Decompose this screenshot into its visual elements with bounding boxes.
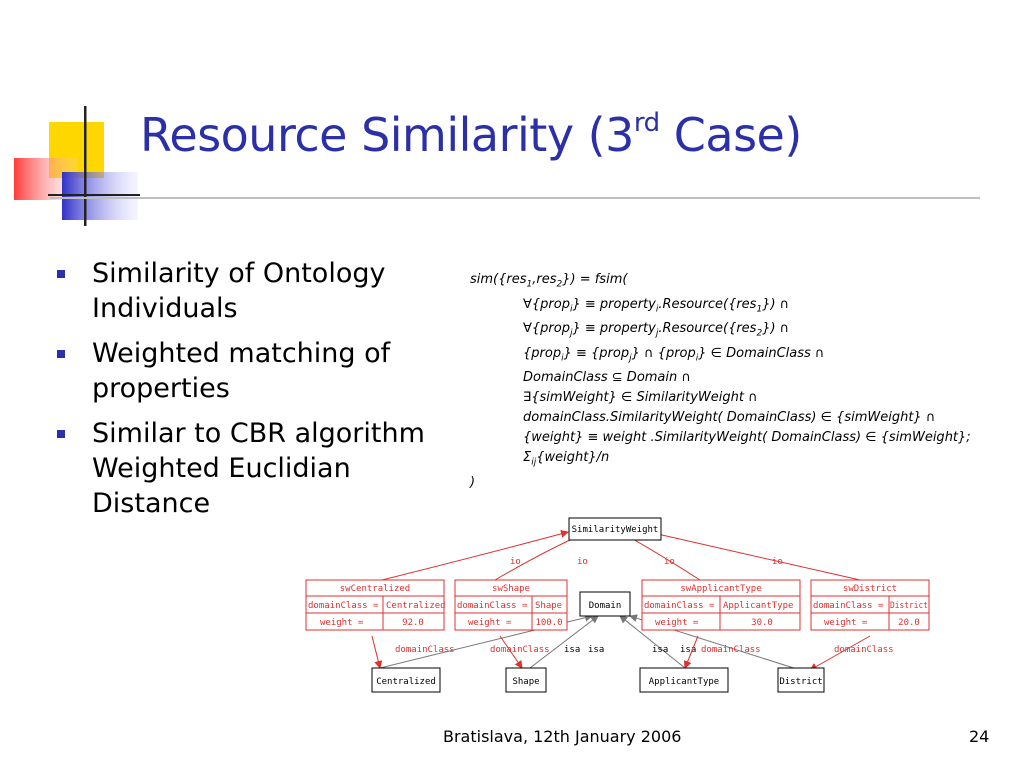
title-divider <box>50 197 980 199</box>
node-domain <box>579 591 631 617</box>
node-shape <box>505 667 547 693</box>
edge-label-domainclass: domainClass <box>395 645 455 655</box>
edge-isa <box>619 615 686 669</box>
node-district-label: District <box>779 677 822 687</box>
edge-label-domainclass: domainClass <box>701 645 761 655</box>
title-tail: Case) <box>659 108 803 162</box>
node-centralized <box>371 667 441 693</box>
svg-text:swDistrict: swDistrict <box>843 584 897 594</box>
formula-line: Σij{weight}/n <box>523 450 610 468</box>
svg-text:weight =: weight = <box>655 618 699 628</box>
formula-line: {propi} ≡ {propj} ∩ {propi} ∈ DomainClas… <box>523 345 825 364</box>
edge-label-isa: isa <box>588 645 604 655</box>
formula-line: sim({res1,res2}) = fsim( <box>470 272 628 290</box>
bullet-square-icon <box>57 350 65 358</box>
edge-domainclass <box>499 635 523 669</box>
edge-domainclass <box>683 635 699 669</box>
edge-label-io: io <box>772 557 783 567</box>
node-similarityweight-label: SimilarityWeight <box>572 525 659 535</box>
edge-label-io: io <box>577 557 588 567</box>
svg-text:weight =: weight = <box>320 618 364 628</box>
edge-label-isa: isa <box>680 645 696 655</box>
edge-domainclass <box>371 635 383 669</box>
edge-label-isa: isa <box>564 645 580 655</box>
node-district <box>777 667 825 693</box>
bullet-square-icon <box>57 430 65 438</box>
formula-line: ∀{propi} ≡ propertyi.Resource({res1}) ∩ <box>523 296 790 315</box>
svg-text:30.0: 30.0 <box>751 618 773 628</box>
svg-text:weight =: weight = <box>824 618 868 628</box>
svg-text:swShape: swShape <box>492 584 530 594</box>
bullet-item: Weighted matching of properties <box>55 336 435 406</box>
svg-text:domainClass =: domainClass = <box>457 601 528 611</box>
svg-text:ApplicantType: ApplicantType <box>723 601 793 611</box>
formula-line: DomainClass ⊆ Domain ∩ <box>523 370 691 386</box>
footer-date: Bratislava, 12th January 2006 <box>443 727 682 746</box>
svg-text:domainClass =: domainClass = <box>813 601 884 611</box>
logo-graphic <box>14 106 140 226</box>
edge-label-domainclass: domainClass <box>834 645 894 655</box>
bullet-text: Similar to CBR algorithm Weighted Euclid… <box>92 418 425 519</box>
node-shape-label: Shape <box>512 677 539 687</box>
edge-label-io: io <box>664 557 675 567</box>
svg-text:Centralized: Centralized <box>386 601 446 611</box>
edge-label-domainclass: domainClass <box>490 645 550 655</box>
svg-text:domainClass =: domainClass = <box>644 601 715 611</box>
record-swdistrict: swDistrict domainClass = District weight… <box>810 579 930 631</box>
ontology-diagram: io io io io isa isa isa isa domainClass … <box>305 517 930 693</box>
svg-text:domainClass =: domainClass = <box>308 601 379 611</box>
svg-text:20.0: 20.0 <box>898 618 920 628</box>
node-similarityweight <box>568 517 662 541</box>
svg-text:weight =: weight = <box>468 618 512 628</box>
formula-line: ∀{propj} ≡ propertyj.Resource({res2}) ∩ <box>523 321 790 339</box>
bullet-item: Similarity of Ontology Individuals <box>55 256 435 326</box>
record-swapplicanttype: swApplicantType domainClass = ApplicantT… <box>641 579 801 631</box>
edge-io <box>381 529 569 581</box>
bullet-text: Similarity of Ontology Individuals <box>92 258 386 324</box>
edge-isa <box>529 615 599 669</box>
title-superscript: rd <box>633 108 660 138</box>
formula-line: domainClass.SimilarityWeight( DomainClas… <box>523 410 936 426</box>
svg-text:Shape: Shape <box>535 601 562 611</box>
edge-label-isa: isa <box>652 645 668 655</box>
slide-number: 24 <box>969 727 990 746</box>
node-domain-label: Domain <box>589 601 622 611</box>
bullet-list: Similarity of Ontology Individuals Weigh… <box>55 256 435 531</box>
svg-text:District: District <box>890 601 928 611</box>
node-applicanttype-label: ApplicantType <box>649 677 719 687</box>
title-main: Resource Similarity (3 <box>140 108 634 162</box>
node-applicanttype <box>639 667 729 693</box>
edge-label-io: io <box>510 557 521 567</box>
formula-line: ) <box>470 474 476 490</box>
formula-line: ∃{simWeight} ∈ SimilarityWeight ∩ <box>523 390 758 406</box>
node-centralized-label: Centralized <box>376 677 436 687</box>
svg-text:100.0: 100.0 <box>535 618 562 628</box>
record-swshape: swShape domainClass = Shape weight = 100… <box>454 579 568 631</box>
svg-text:92.0: 92.0 <box>402 618 424 628</box>
edge-domainclass <box>809 635 871 671</box>
bullet-text: Weighted matching of properties <box>92 338 391 404</box>
slide-title: Resource Similarity (3rd Case) <box>140 108 802 162</box>
similarity-formula: sim({res1,res2}) = fsim( ∀{propi} ≡ prop… <box>470 270 971 493</box>
svg-text:swCentralized: swCentralized <box>340 584 410 594</box>
edge-io <box>639 527 861 581</box>
bullet-item: Similar to CBR algorithm Weighted Euclid… <box>55 416 435 521</box>
record-swcentralized: swCentralized domainClass = Centralized … <box>305 579 446 631</box>
bullet-square-icon <box>57 270 65 278</box>
formula-line: {weight} ≡ weight .SimilarityWeight( Dom… <box>523 430 971 446</box>
svg-text:swApplicantType: swApplicantType <box>680 584 761 594</box>
